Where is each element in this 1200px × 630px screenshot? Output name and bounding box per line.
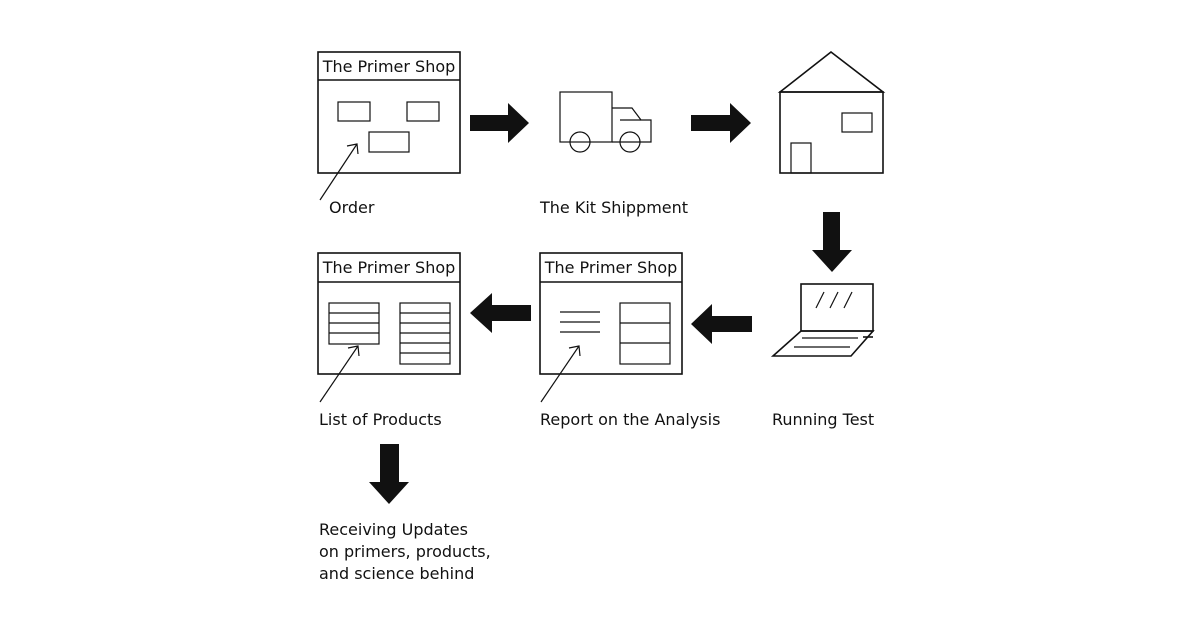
- svg-text:and science behind: and science behind: [319, 564, 474, 583]
- caption-updates: Receiving Updates on primers, products, …: [319, 520, 491, 583]
- svg-text:Receiving Updates: Receiving Updates: [319, 520, 468, 539]
- caption-order: Order: [329, 198, 375, 217]
- down-arrow-icon: [369, 444, 409, 504]
- report-shop-window: The Primer Shop: [540, 253, 682, 402]
- product-box: [369, 132, 409, 152]
- window-title: The Primer Shop: [322, 258, 456, 277]
- window-title: The Primer Shop: [544, 258, 678, 277]
- products-shop-window: The Primer Shop: [318, 253, 460, 402]
- caption-running-test: Running Test: [772, 410, 874, 429]
- order-shop-window: The Primer Shop: [318, 52, 460, 200]
- right-arrow-icon: [691, 103, 751, 143]
- house-icon: [780, 52, 883, 173]
- svg-text:on primers, products,: on primers, products,: [319, 542, 491, 561]
- product-box: [407, 102, 439, 121]
- caption-shipment: The Kit Shippment: [539, 198, 688, 217]
- pointer-arrow-icon: [320, 144, 358, 200]
- report-table: [620, 303, 670, 364]
- window-title: The Primer Shop: [322, 57, 456, 76]
- down-arrow-icon: [812, 212, 852, 272]
- laptop-icon: [773, 284, 873, 356]
- caption-products: List of Products: [319, 410, 442, 429]
- product-box: [338, 102, 370, 121]
- left-arrow-icon: [691, 304, 752, 344]
- caption-report: Report on the Analysis: [540, 410, 720, 429]
- left-arrow-icon: [470, 293, 531, 333]
- truck-icon: [560, 92, 651, 152]
- right-arrow-icon: [470, 103, 529, 143]
